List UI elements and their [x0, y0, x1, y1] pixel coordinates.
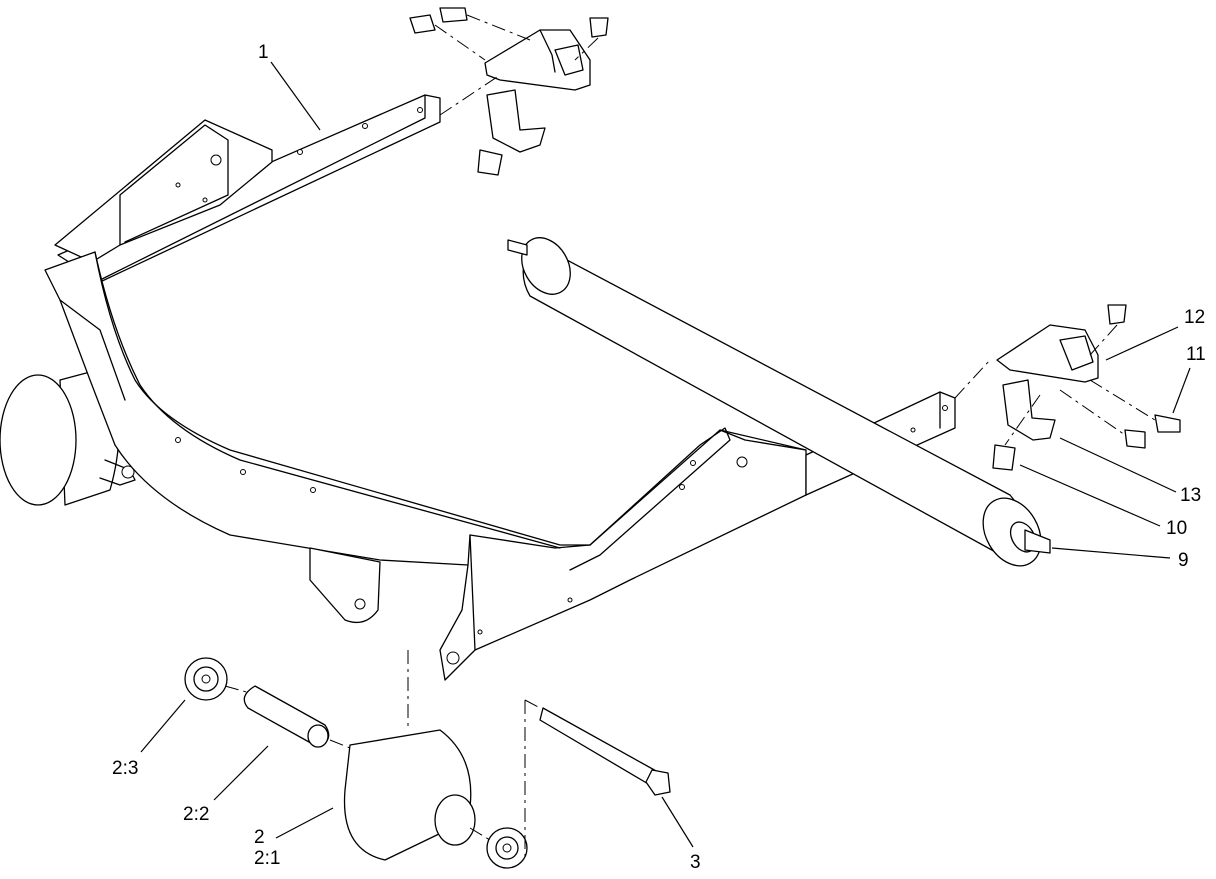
callout-2-1: 2:1 [254, 848, 280, 869]
right-mounting-bracket [954, 304, 1181, 471]
leader-lines [140, 61, 1191, 848]
callout-1: 1 [258, 42, 269, 63]
deck-frame [0, 94, 956, 681]
callout-10: 10 [1166, 518, 1187, 539]
callout-9: 9 [1178, 550, 1189, 571]
rear-roller [507, 237, 1051, 567]
long-bolt [539, 707, 671, 796]
callout-12: 12 [1184, 307, 1205, 328]
callout-11: 11 [1186, 344, 1206, 365]
callout-3: 3 [690, 852, 701, 873]
callout-labels: 1 12 11 13 10 9 2:3 2:2 2 2:1 3 [112, 42, 1206, 873]
callout-2-3: 2:3 [112, 758, 138, 779]
front-roller-exploded [184, 650, 541, 869]
callout-2-2: 2:2 [183, 804, 209, 825]
callout-2: 2 [254, 827, 265, 848]
upper-mounting-bracket [409, 7, 609, 176]
callout-13: 13 [1180, 485, 1201, 506]
